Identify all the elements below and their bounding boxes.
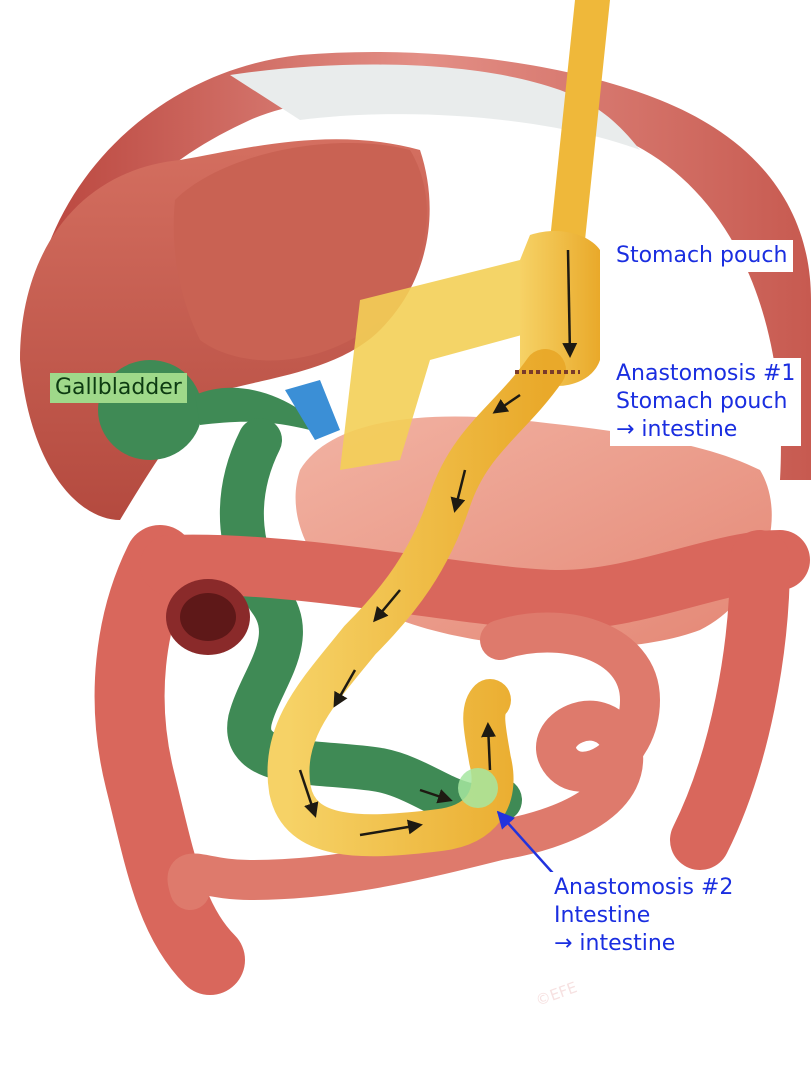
anastomosis-2-site	[458, 768, 498, 808]
anastomosis-1-label-line3: → intestine	[616, 416, 795, 444]
anastomosis-2-label: Anastomosis #2 Intestine → intestine	[548, 872, 739, 960]
anastomosis-1-label-line1: Anastomosis #1	[616, 360, 795, 388]
anastomosis-2-label-line2: Intestine	[554, 902, 733, 930]
gallbladder-label: Gallbladder	[50, 373, 187, 403]
stomach-pouch-label-text: Stomach pouch	[616, 242, 787, 270]
anastomosis-2-label-line3: → intestine	[554, 930, 733, 958]
anastomosis-2-label-line1: Anastomosis #2	[554, 874, 733, 902]
anastomosis-1-label-line2: Stomach pouch	[616, 388, 795, 416]
anastomosis-1-label: Anastomosis #1 Stomach pouch → intestine	[610, 358, 801, 446]
stomach-pouch-label: Stomach pouch	[610, 240, 793, 272]
